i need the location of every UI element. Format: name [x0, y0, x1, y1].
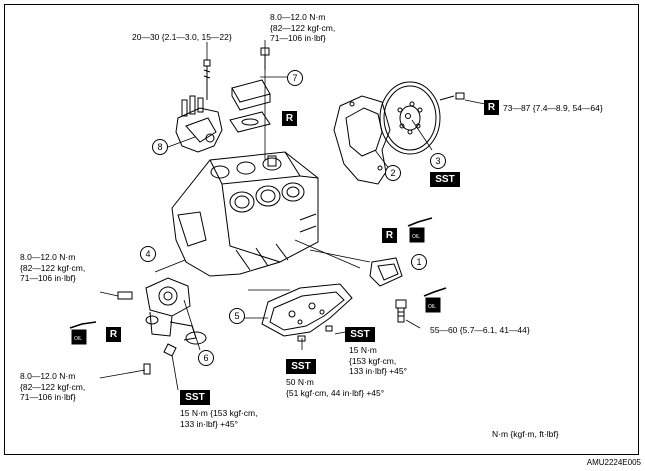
callout-1: 1: [411, 254, 427, 270]
torque-bolt-top: 8.0—12.0 N·m {82—122 kgf·cm, 71—106 in·l…: [270, 12, 336, 43]
callout-7: 7: [287, 70, 303, 86]
svg-text:OIL: OIL: [412, 234, 420, 240]
sst-badge-drive-plate: SST: [430, 172, 460, 187]
sst-badge-pan-right: SST: [345, 327, 375, 342]
water-pump-cover: [229, 79, 271, 133]
callout-5: 5: [229, 308, 245, 324]
torque-pan-right: 15 N·m {153 kgf·cm, 133 in·lbf} +45°: [349, 345, 407, 376]
cylinder-block: [171, 151, 319, 277]
oil-can-icon: OIL OIL OIL: [69, 217, 447, 345]
callout-3: 3: [430, 153, 446, 169]
diagram-frame: [4, 4, 639, 455]
oil-seal: [369, 257, 403, 287]
figure-id: AMU2224E005: [586, 458, 641, 467]
oil-pressure-switch: [395, 299, 407, 323]
rear-cover-plate: [333, 95, 391, 185]
callout-6: 6: [198, 350, 214, 366]
torque-pan-center: 50 N·m {51 kgf·cm, 44 in·lbf} +45°: [286, 377, 385, 398]
torque-stud-top: 20—30 {2.1—3.0, 15—22}: [132, 32, 232, 42]
replace-badge-seal: R: [382, 228, 397, 243]
torque-flywheel: 73—87 {7.4—8.9, 54—64}: [503, 103, 603, 113]
torque-pump-left: 8.0—12.0 N·m {82—122 kgf·cm, 71—106 in·l…: [20, 252, 86, 283]
torque-pressure-switch: 55—60 {5.7—6.1, 41—44}: [430, 325, 530, 335]
replace-badge-gasket: R: [282, 111, 297, 126]
top-bolt: [260, 47, 270, 70]
callout-8: 8: [152, 139, 168, 155]
svg-text:OIL: OIL: [74, 336, 82, 342]
leader-lines: [99, 40, 486, 391]
callout-4: 4: [140, 246, 156, 262]
drive-plate: [379, 81, 465, 155]
svg-text:OIL: OIL: [428, 304, 436, 310]
callout-2: 2: [385, 165, 401, 181]
units-legend: N·m {kgf·m, ft·lbf}: [492, 429, 559, 439]
oil-pan: [261, 283, 353, 342]
sst-badge-bottom: SST: [180, 390, 210, 405]
torque-sst-bottom: 15 N·m {153 kgf·cm, 133 in·lbf} +45°: [180, 408, 258, 429]
thermostat-housing: [175, 95, 223, 153]
oil-pump: [117, 277, 207, 375]
replace-badge-flywheel: R: [484, 100, 499, 115]
replace-badge-pump: R: [106, 327, 121, 342]
stud-bolt: [203, 59, 211, 100]
sst-badge-pan-center: SST: [286, 359, 316, 374]
torque-strainer-bottom: 8.0—12.0 N·m {82—122 kgf·cm, 71—106 in·l…: [20, 371, 86, 402]
